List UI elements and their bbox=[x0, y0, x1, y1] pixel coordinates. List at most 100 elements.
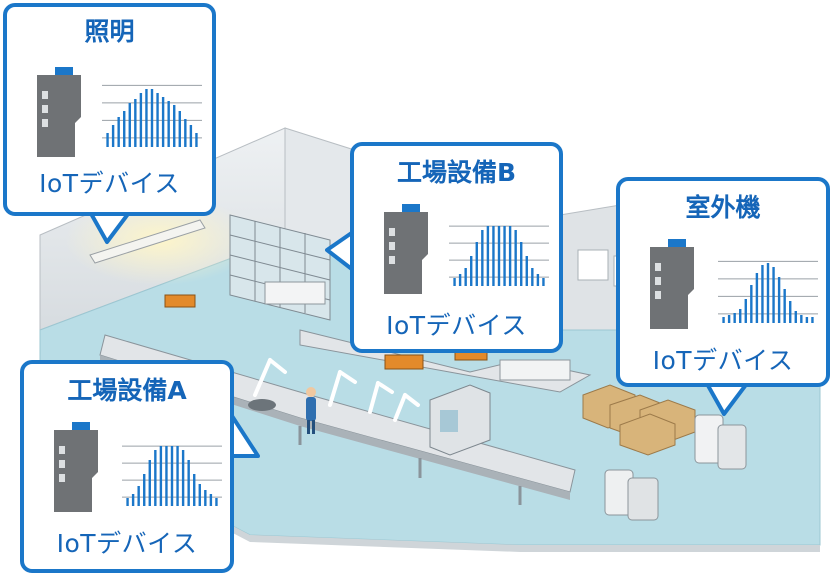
chart-bar bbox=[531, 268, 534, 286]
chart-bar bbox=[492, 226, 495, 286]
chart-bar bbox=[145, 89, 148, 147]
callout-title: 室外機 bbox=[685, 193, 761, 222]
callout-title: 工場設備A bbox=[67, 376, 187, 405]
chart-bar bbox=[204, 490, 207, 506]
device-label: IoTデバイス bbox=[39, 169, 180, 198]
agv bbox=[164, 294, 196, 308]
chart-bar bbox=[173, 105, 176, 147]
chart-bar bbox=[794, 311, 797, 323]
worker bbox=[306, 387, 316, 434]
iot-device-icon bbox=[384, 204, 428, 294]
chart-bar bbox=[772, 267, 775, 323]
chart-bar bbox=[811, 317, 814, 323]
chart-bar bbox=[154, 450, 157, 506]
chart-bar bbox=[727, 315, 731, 323]
chart-bar bbox=[503, 226, 506, 286]
chart-bar bbox=[131, 494, 135, 506]
chart-bar bbox=[542, 278, 545, 286]
callout-equipment-a: 工場設備A IoTデバイス bbox=[20, 360, 234, 573]
conveyor-line-b bbox=[299, 329, 592, 393]
robot-base bbox=[248, 399, 276, 411]
robot-arms bbox=[253, 358, 420, 422]
chart-bar bbox=[481, 230, 484, 286]
chart-bar bbox=[458, 274, 462, 286]
callout-outdoor-unit: 室外機 IoTデバイス bbox=[616, 177, 830, 387]
chart-bar bbox=[514, 230, 517, 286]
chart-bar bbox=[789, 301, 792, 323]
iot-device-icon bbox=[37, 67, 81, 157]
chart-bar bbox=[777, 277, 781, 323]
chart-bar bbox=[497, 226, 501, 286]
chart-bar bbox=[123, 111, 126, 147]
chart-bar bbox=[161, 97, 165, 147]
chart-bar bbox=[170, 446, 174, 506]
chart-bar bbox=[783, 289, 786, 323]
chart-bar bbox=[106, 133, 109, 147]
chart-bar bbox=[159, 446, 163, 506]
chart-bar bbox=[150, 89, 154, 147]
chart-bar bbox=[128, 103, 131, 147]
chart-bar bbox=[195, 133, 198, 147]
chart-bar bbox=[209, 494, 213, 506]
chart-bar bbox=[134, 99, 137, 147]
chart-bar bbox=[117, 117, 120, 147]
chart-bar bbox=[181, 450, 185, 506]
chart-bar bbox=[464, 268, 467, 286]
device-label: IoTデバイス bbox=[386, 311, 527, 340]
iot-device-icon bbox=[650, 239, 694, 329]
chart-bar bbox=[178, 111, 181, 147]
chart-bar bbox=[184, 119, 187, 147]
waveform-chart-icon bbox=[122, 445, 222, 506]
chart-bar bbox=[750, 285, 753, 323]
chart-bar bbox=[805, 317, 809, 323]
device-label: IoTデバイス bbox=[56, 529, 198, 558]
machine-cabinet bbox=[429, 384, 491, 456]
chart-bar bbox=[744, 299, 747, 323]
callout-title: 照明 bbox=[84, 17, 135, 46]
outdoor-units bbox=[604, 414, 747, 521]
callout-title: 工場設備B bbox=[396, 158, 517, 187]
chart-bar bbox=[733, 313, 736, 323]
chart-bar bbox=[722, 317, 725, 323]
agv bbox=[384, 354, 424, 370]
chart-bar bbox=[761, 265, 764, 323]
waveform-chart-icon bbox=[102, 84, 202, 147]
chart-bar bbox=[193, 474, 196, 506]
chart-bar bbox=[520, 242, 523, 286]
chart-bar bbox=[139, 93, 143, 147]
chart-bar bbox=[143, 474, 146, 506]
chart-bar bbox=[176, 446, 179, 506]
chart-bar bbox=[800, 315, 803, 323]
chart-bar bbox=[486, 226, 490, 286]
iot-device-icon bbox=[54, 422, 98, 512]
chart-bar bbox=[187, 460, 190, 506]
chart-bar bbox=[148, 460, 151, 506]
callout-equipment-b: 工場設備B IoTデバイス bbox=[350, 142, 563, 353]
window bbox=[577, 249, 609, 281]
chart-bar bbox=[508, 226, 512, 286]
chart-bar bbox=[165, 446, 168, 506]
chart-bar bbox=[189, 125, 193, 147]
chart-bar bbox=[470, 256, 473, 286]
chart-bar bbox=[126, 498, 129, 506]
chart-bar bbox=[755, 273, 759, 323]
waveform-chart-icon bbox=[449, 225, 549, 286]
device-label: IoTデバイス bbox=[652, 346, 794, 375]
chart-bar bbox=[453, 278, 456, 286]
chart-bar bbox=[111, 125, 115, 147]
chart-bar bbox=[215, 498, 218, 506]
chart-bar bbox=[167, 101, 170, 147]
callout-lighting: 照明 IoTデバイス bbox=[3, 3, 216, 216]
chart-bar bbox=[536, 274, 540, 286]
ceiling-light bbox=[89, 219, 206, 264]
waveform-chart-icon bbox=[718, 260, 818, 323]
chart-bar bbox=[137, 486, 140, 506]
chart-bar bbox=[766, 263, 770, 323]
chart-bar bbox=[739, 309, 742, 323]
chart-bar bbox=[156, 93, 159, 147]
cardboard-boxes bbox=[582, 384, 696, 456]
chart-bar bbox=[198, 484, 201, 506]
callout-pointer bbox=[704, 382, 750, 416]
chart-bar bbox=[475, 242, 478, 286]
wall-ac-unit bbox=[264, 281, 326, 305]
